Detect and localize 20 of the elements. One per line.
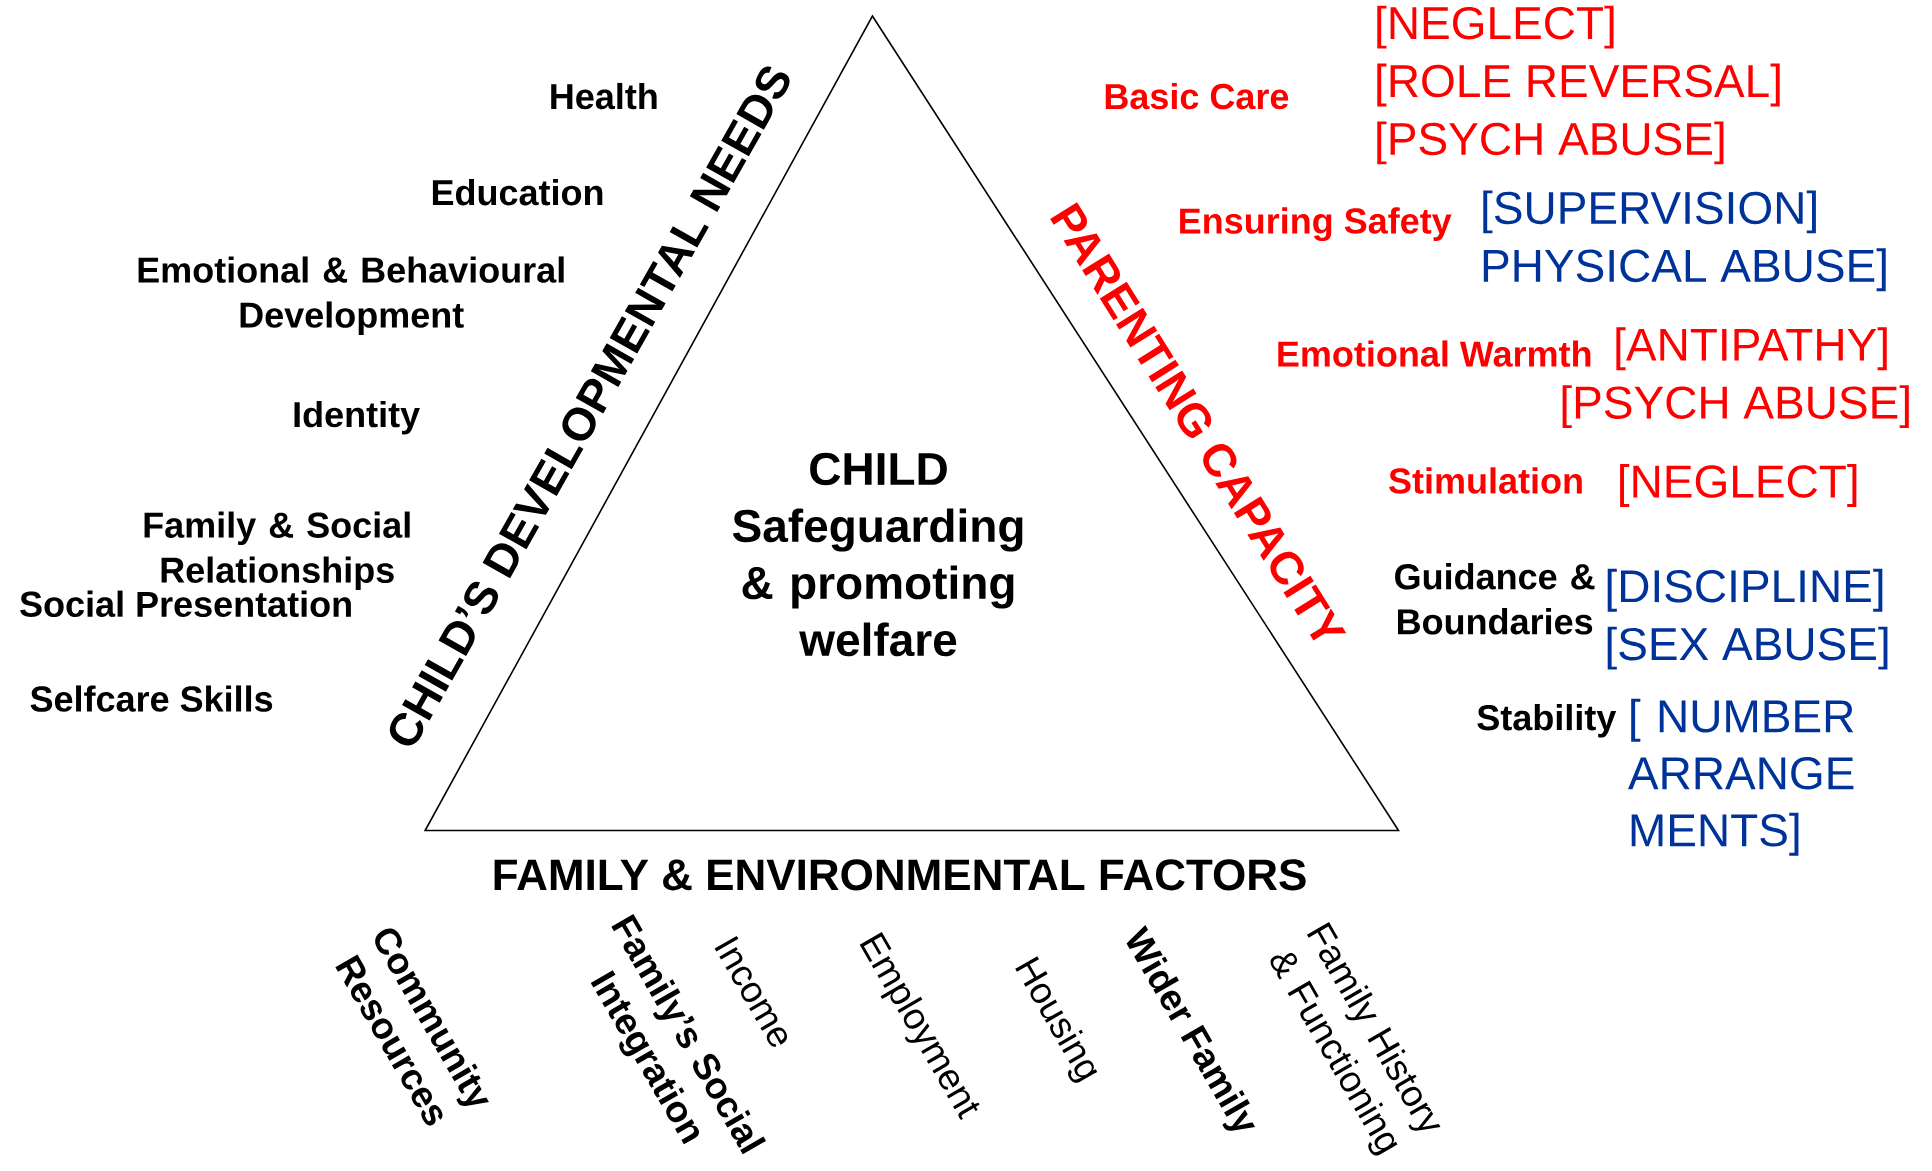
concern-label: [PSYCH ABUSE] [1377,121,1724,165]
need-label: Selfcare Skills [30,685,273,712]
concern-label: [NEGLECT] [1620,464,1857,507]
capacity-label: Guidance & Boundaries [1395,563,1595,635]
concern-label: [ROLE REVERSAL] [1377,63,1780,107]
need-label: Education [432,179,603,206]
concern-label: [ANTIPATHY] [1616,327,1887,371]
concern-label: PHYSICAL ABUSE] [1483,248,1886,292]
capacity-label: Stability [1477,704,1617,738]
concern-label: [DISCIPLINE] [1607,568,1883,612]
concern-label: [NEGLECT] [1377,5,1614,49]
need-label: Social Presentation [20,590,351,617]
concern-label: [ NUMBER ARRANGE MENTS] [1628,698,1854,856]
concern-label: [PSYCH ABUSE] [1562,385,1909,429]
capacity-label: Stimulation [1389,467,1582,494]
capacity-label: Emotional Warmth [1278,340,1591,367]
concern-label: [SUPERVISION] [1483,190,1816,234]
concern-label: [SEX ABUSE] [1607,626,1888,670]
need-label: Health [551,82,657,110]
capacity-label: Basic Care [1105,82,1289,110]
